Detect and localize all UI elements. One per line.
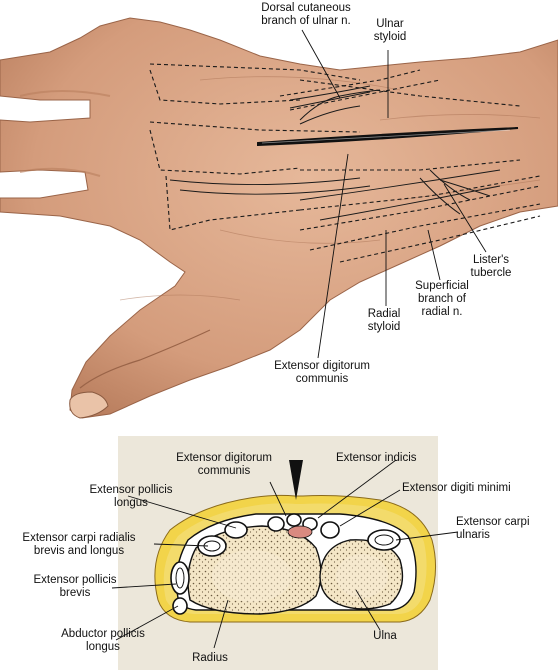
label-extensor-pollicis-longus: Extensor pollicis longus xyxy=(89,484,173,509)
label-edc-top: Extensor digitorum communis xyxy=(274,360,370,385)
label-listers-tubercle: Lister's tubercle xyxy=(470,254,512,279)
label-ulnar-styloid: Ulnar styloid xyxy=(373,18,407,43)
label-edc-section: Extensor digitorum communis xyxy=(176,452,272,477)
label-extensor-carpi-ulnaris: Extensor carpi ulnaris xyxy=(456,516,530,541)
cross-section xyxy=(118,436,438,670)
section-leaders xyxy=(111,459,459,649)
label-abductor-pollicis-longus: Abductor pollicis longus xyxy=(61,628,145,653)
hand-leaders xyxy=(301,29,487,359)
label-extensor-digiti-minimi: Extensor digiti minimi xyxy=(402,482,511,494)
label-radial-styloid: Radial styloid xyxy=(367,308,401,333)
thumbnail xyxy=(69,391,109,419)
hand-illustration xyxy=(0,17,558,419)
label-ulna: Ulna xyxy=(373,630,397,642)
label-extensor-indicis: Extensor indicis xyxy=(336,452,417,464)
extensor-indicis-tendon xyxy=(287,525,313,539)
ulna-bone xyxy=(319,539,404,610)
tendon-outlines xyxy=(149,63,541,263)
label-dorsal-cutaneous: Dorsal cutaneous branch of ulnar n. xyxy=(261,2,351,27)
label-superficial-radial: Superficial branch of radial n. xyxy=(415,280,469,318)
nerve-branches xyxy=(299,89,491,215)
tendon-cores xyxy=(175,534,394,589)
incision-marker xyxy=(289,460,303,500)
tendon-fibres xyxy=(169,85,501,221)
label-radius: Radius xyxy=(192,652,228,664)
label-ecrb-longus: Extensor carpi radialis brevis and longu… xyxy=(22,532,136,557)
label-extensor-pollicis-brevis: Extensor pollicis brevis xyxy=(33,574,117,599)
hand-skin xyxy=(0,17,558,419)
